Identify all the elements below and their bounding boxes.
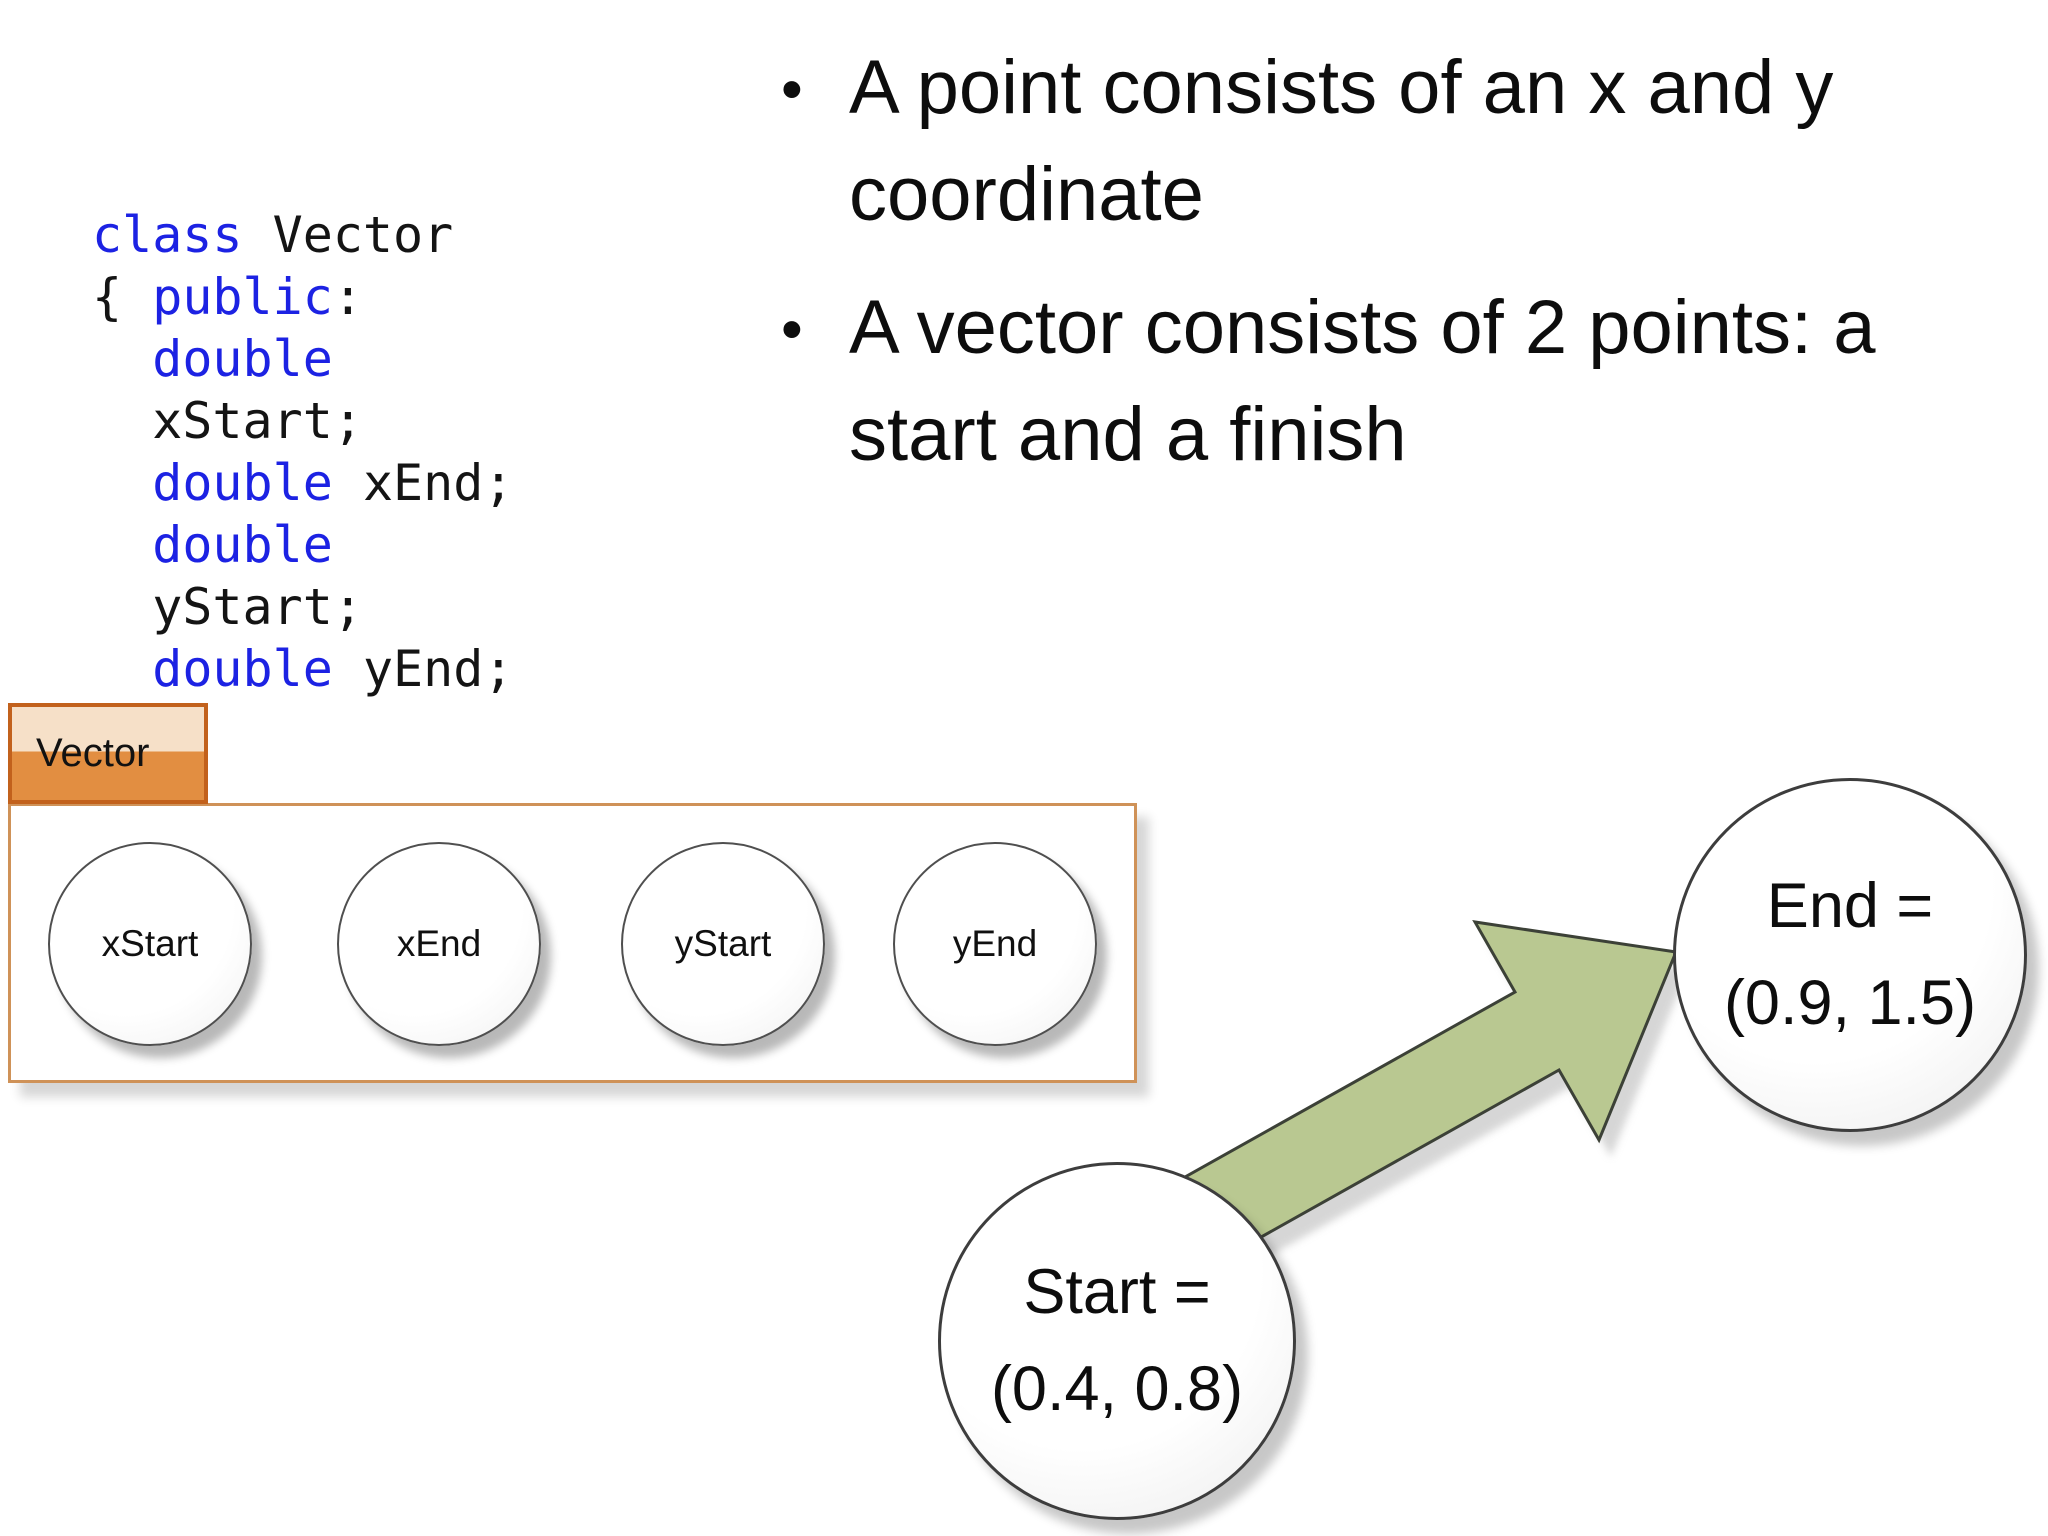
member-label: yEnd (952, 923, 1038, 964)
code-token: yEnd; (332, 640, 514, 698)
code-token: double (152, 454, 333, 512)
code-token: public (152, 268, 333, 326)
code-token: xEnd; (332, 454, 514, 512)
code-token: yStart; (92, 578, 363, 636)
code-token: double (152, 330, 333, 388)
end-node-line: End = (1766, 871, 1934, 941)
bullet-line: start and a finish (849, 392, 1407, 477)
code-token: Vector (242, 206, 454, 264)
bullet-item: A point consists of an x and y coordinat… (781, 34, 2048, 248)
member-circle-xstart: xStart (48, 842, 252, 1046)
code-token: xStart; (92, 392, 363, 450)
bullet-item: A vector consists of 2 points: a start a… (781, 274, 2048, 488)
end-node-line: (0.9, 1.5) (1723, 968, 1977, 1038)
end-node: End = (0.9, 1.5) (1673, 778, 2027, 1132)
bullet-list: A point consists of an x and y coordinat… (781, 34, 2048, 488)
code-line: double yEnd; (92, 638, 513, 700)
code-line: xStart; (92, 390, 513, 452)
start-node-line: Start = (1023, 1257, 1211, 1327)
code-block: class Vector { public: double xStart; do… (92, 204, 513, 700)
code-token: double (152, 516, 333, 574)
start-node-line: (0.4, 0.8) (990, 1354, 1244, 1424)
code-line: double xEnd; (92, 452, 513, 514)
code-line: class Vector (92, 204, 513, 266)
bullet-line: coordinate (849, 152, 1204, 237)
member-circle-ystart: yStart (621, 842, 825, 1046)
code-token: class (92, 206, 243, 264)
bullet-line: A point consists of an x and y (849, 45, 1834, 130)
code-token: double (152, 640, 333, 698)
code-line: { public: (92, 266, 513, 328)
member-circle-xend: xEnd (337, 842, 541, 1046)
uml-class-tab: Vector (8, 703, 208, 804)
code-line: double (92, 514, 513, 576)
member-label: yStart (674, 923, 772, 964)
start-node: Start = (0.4, 0.8) (938, 1162, 1296, 1520)
member-label: xStart (101, 923, 199, 964)
code-line: yStart; (92, 576, 513, 638)
bullet-line: A vector consists of 2 points: a (849, 285, 1876, 370)
uml-class-tab-label: Vector (36, 731, 150, 775)
code-token: : (332, 268, 363, 326)
code-token: { (92, 268, 153, 326)
member-label: xEnd (396, 923, 482, 964)
member-circle-yend: yEnd (893, 842, 1097, 1046)
code-line: double (92, 328, 513, 390)
